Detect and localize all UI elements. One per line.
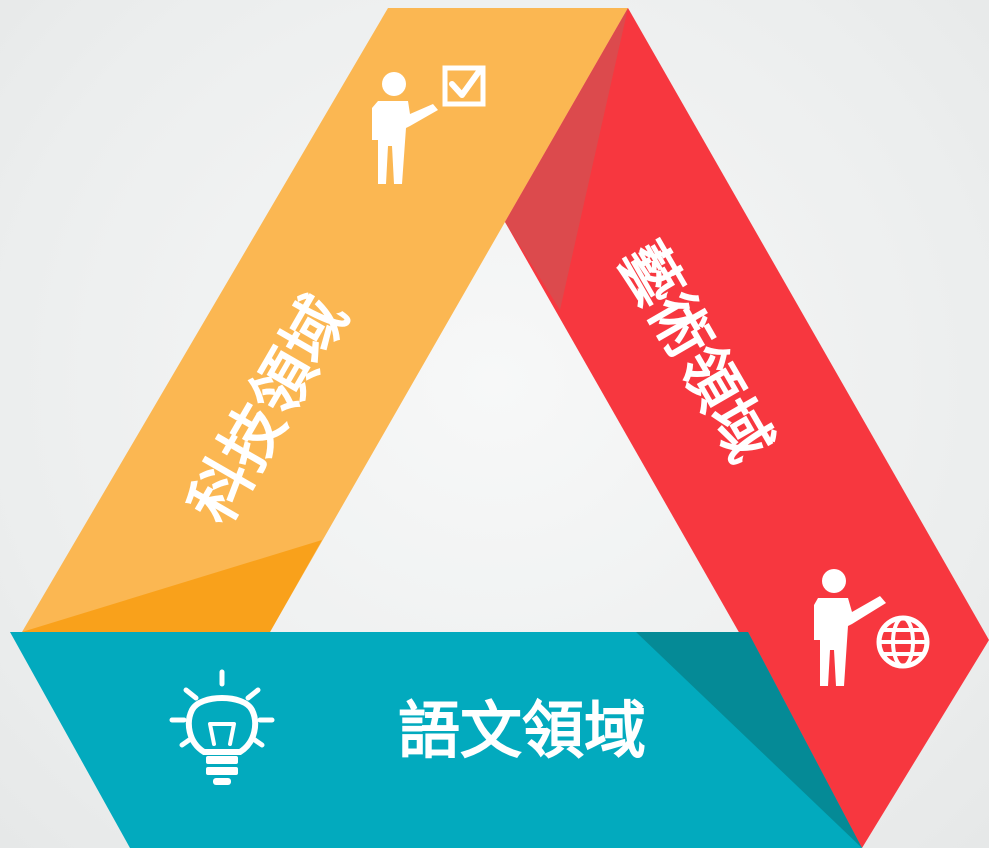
presenter-globe-icon <box>814 569 930 686</box>
tech-band-body <box>22 8 628 632</box>
arts-band-fold <box>505 8 628 310</box>
lightbulb-icon <box>169 669 275 785</box>
tech-band-fold <box>22 540 322 632</box>
arts-band <box>505 8 989 848</box>
arts-band-body <box>505 8 989 848</box>
presenter-checkbox-icon <box>372 65 486 184</box>
language-label: 語文領域 <box>398 694 646 767</box>
language-band-fold <box>636 632 862 848</box>
tech-band <box>22 8 628 632</box>
